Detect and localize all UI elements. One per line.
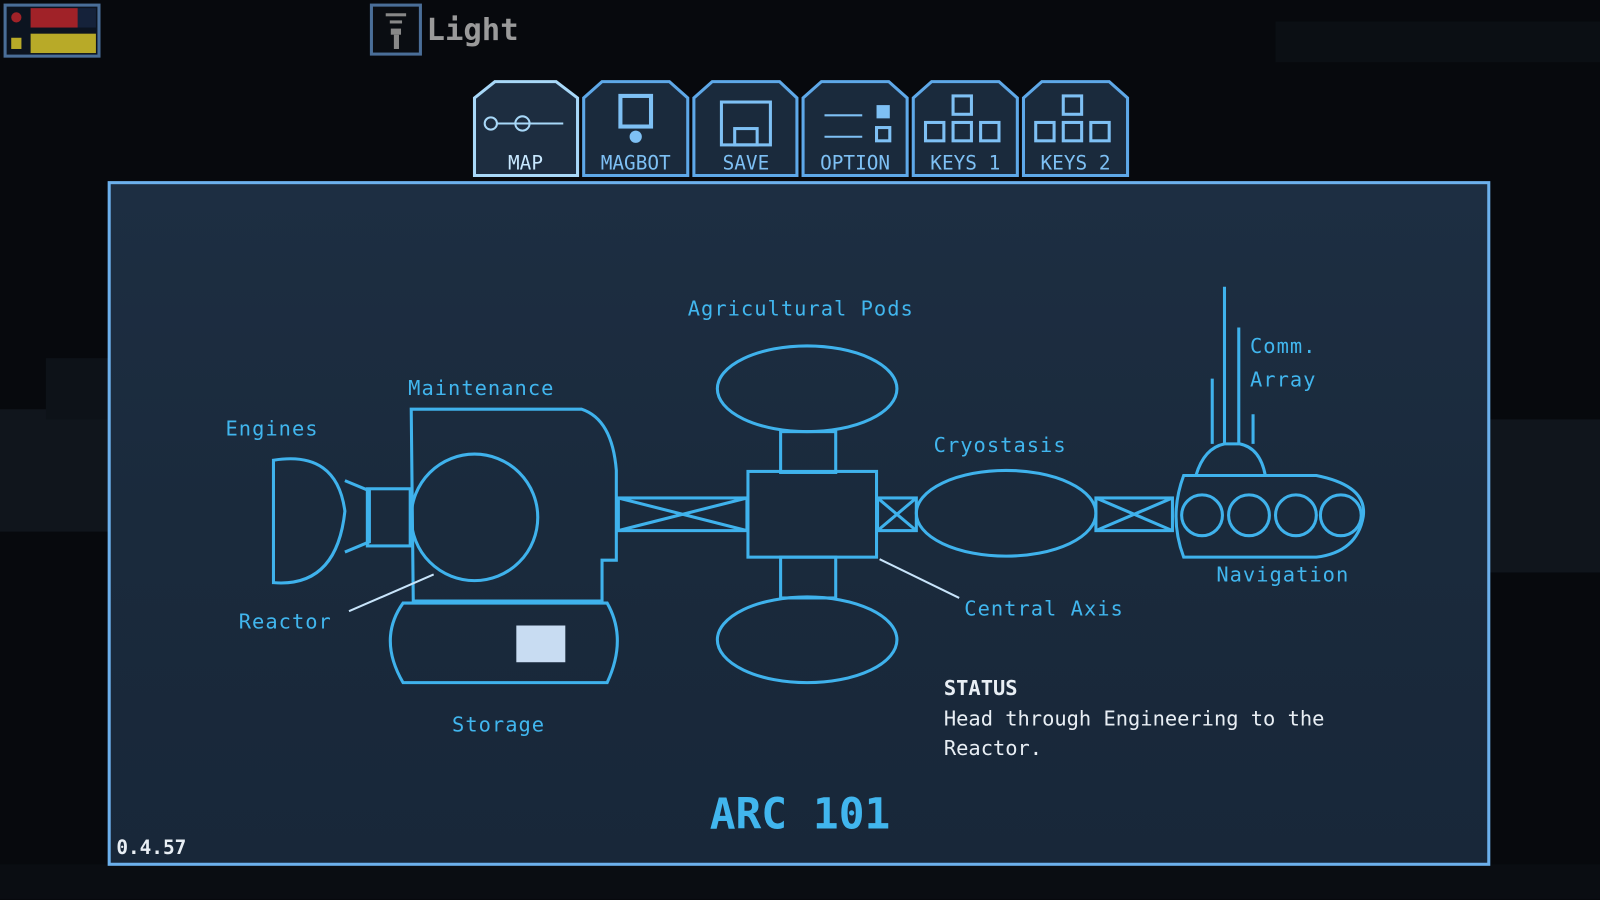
tab-save[interactable]: SAVE	[692, 80, 799, 178]
label-comm: Comm.	[1250, 334, 1316, 358]
label-leader-lines	[348, 558, 960, 613]
keys-icon	[1034, 94, 1111, 143]
agricultural-pod-bottom	[715, 595, 899, 685]
health-bar	[30, 8, 78, 28]
label-reactor: Reactor	[239, 610, 332, 634]
map-icon	[483, 115, 564, 132]
engine-nozzle	[344, 479, 371, 554]
status-line-2: Reactor.	[944, 736, 1042, 760]
agricultural-pod-top	[715, 344, 899, 434]
label-array: Array	[1250, 368, 1316, 392]
label-navigation: Navigation	[1216, 563, 1349, 587]
menu-tabs: MAP MAGBOT SAVE OPTION KEYS 1 KEYS 2	[472, 80, 1130, 178]
maintenance-room	[409, 407, 618, 603]
player-location-marker	[516, 625, 566, 663]
status-hud	[3, 3, 101, 58]
map-labels: Agricultural Pods Maintenance Engines Re…	[226, 296, 1349, 737]
label-cryostasis: Cryostasis	[934, 433, 1067, 457]
background-scenery	[0, 21, 1600, 899]
tab-label: KEYS 2	[1041, 151, 1111, 174]
tab-label: MAGBOT	[601, 151, 671, 174]
equipped-item-name: Light	[427, 13, 519, 48]
label-agricultural-pods: Agricultural Pods	[688, 296, 914, 320]
save-icon	[719, 100, 772, 147]
energy-icon	[11, 37, 22, 49]
light-icon	[385, 13, 407, 49]
tab-keys-2[interactable]: KEYS 2	[1021, 80, 1130, 178]
tab-label: KEYS 1	[930, 151, 1000, 174]
tab-label: SAVE	[723, 151, 770, 174]
navigation-room	[1174, 473, 1366, 559]
storage-room	[388, 601, 619, 685]
magbot-icon	[618, 93, 654, 143]
keys-icon	[923, 94, 1001, 143]
ship-name: ARC 101	[710, 790, 891, 840]
tab-map[interactable]: MAP	[472, 80, 580, 178]
version-label: 0.4.57	[116, 836, 186, 859]
tab-keys-1[interactable]: KEYS 1	[911, 80, 1019, 178]
option-icon	[824, 105, 892, 143]
energy-bar	[30, 33, 96, 54]
label-central-axis: Central Axis	[964, 596, 1124, 620]
map-panel	[107, 181, 1491, 866]
reactor-room	[409, 452, 540, 583]
label-engines: Engines	[226, 417, 319, 441]
status-line-1: Head through Engineering to the	[944, 707, 1325, 731]
tab-label: OPTION	[820, 151, 890, 174]
health-icon	[11, 12, 22, 23]
comm-array-base	[1194, 442, 1267, 476]
engines-room	[271, 457, 347, 585]
tab-option[interactable]: OPTION	[801, 80, 909, 178]
label-maintenance: Maintenance	[408, 376, 554, 400]
status-title: STATUS	[944, 676, 1018, 700]
comm-array-antennas	[1210, 286, 1255, 444]
tab-label: MAP	[508, 151, 543, 174]
label-storage: Storage	[452, 713, 545, 737]
equipped-item[interactable]: Light	[369, 3, 519, 56]
tab-magbot[interactable]: MAGBOT	[582, 80, 690, 178]
ship-map	[271, 286, 1366, 685]
truss-nav	[1094, 496, 1174, 533]
